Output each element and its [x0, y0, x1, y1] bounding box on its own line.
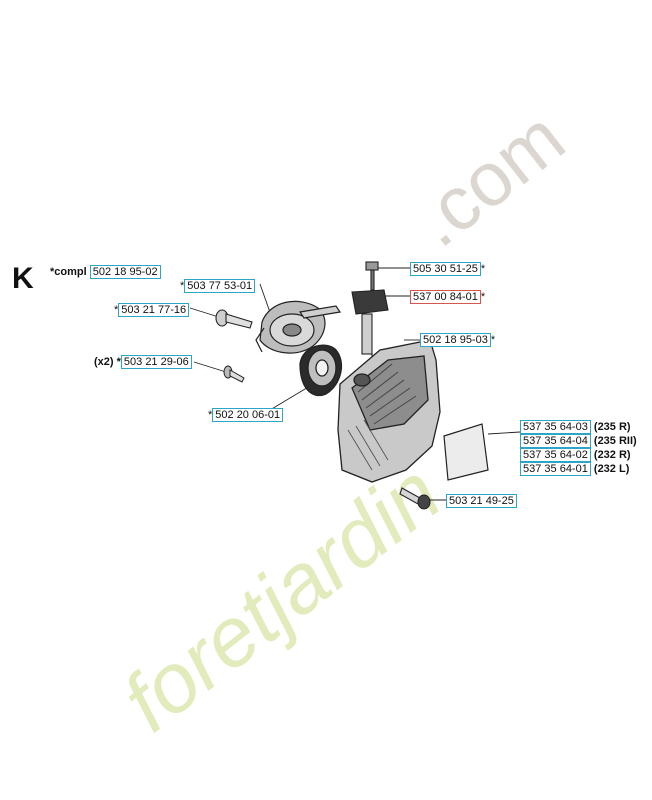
leader-lines	[189, 267, 521, 501]
part-number-link[interactable]: 503 77 53-01	[184, 279, 256, 293]
part-label-recoil-spring: *503 77 53-01	[180, 279, 256, 293]
part-number-link[interactable]: 502 18 95-02	[89, 265, 161, 279]
part-number-link[interactable]: 537 35 64-04	[520, 434, 591, 448]
part-label-center-bolt: *503 21 77-16	[114, 303, 190, 317]
center-bolt-part	[215, 309, 253, 329]
part-number-link[interactable]: 537 00 84-01	[410, 290, 481, 304]
pulley-part	[299, 344, 343, 397]
part-number-link[interactable]: 503 21 77-16	[118, 303, 190, 317]
decal-part	[443, 423, 489, 481]
watermark-suffix-text: .com	[398, 95, 580, 263]
part-label-decal-235rii: 537 35 64-04 (235 RII)	[520, 434, 637, 448]
part-prefix: *compl	[50, 266, 87, 278]
rewind-spring-assembly	[255, 300, 342, 354]
housing-screw-part	[399, 487, 431, 510]
model-suffix: (235 RII)	[593, 435, 637, 447]
starter-handle-part	[351, 261, 389, 384]
part-number-link[interactable]: 537 35 64-01	[520, 462, 591, 476]
part-suffix: *	[480, 263, 486, 275]
part-label-screws-x2: (x2) *503 21 29-06	[94, 355, 192, 369]
part-prefix: *	[114, 304, 119, 316]
part-label-decal-232r: 537 35 64-02 (232 R)	[520, 448, 631, 462]
part-number-link[interactable]: 537 35 64-03	[520, 420, 591, 434]
part-label-pulley: *502 20 06-01	[208, 408, 284, 422]
part-label-handle-top: 505 30 51-25*	[410, 262, 485, 276]
section-letter: K	[12, 262, 34, 295]
part-prefix: (x2) *	[94, 356, 121, 368]
part-prefix: *	[180, 280, 185, 292]
part-prefix: *	[208, 409, 213, 421]
part-label-decal-232l: 537 35 64-01 (232 L)	[520, 462, 629, 476]
part-number-link[interactable]: 505 30 51-25	[410, 262, 481, 276]
part-label-handle-grip: 537 00 84-01*	[410, 290, 485, 304]
part-label-housing: 502 18 95-03*	[420, 333, 495, 347]
model-suffix: (232 R)	[593, 449, 631, 461]
small-screw-part	[223, 365, 245, 383]
part-number-link[interactable]: 502 18 95-03	[420, 333, 491, 347]
part-number-link[interactable]: 503 21 29-06	[120, 355, 192, 369]
part-label-compl: *compl 502 18 95-02	[50, 265, 161, 279]
model-suffix: (235 R)	[593, 421, 631, 433]
part-label-decal-235r: 537 35 64-03 (235 R)	[520, 420, 631, 434]
part-suffix: *	[490, 334, 496, 346]
model-suffix: (232 L)	[593, 463, 630, 475]
starter-housing-part	[337, 339, 441, 483]
part-label-housing-screw: 503 21 49-25	[446, 494, 517, 508]
part-suffix: *	[480, 291, 486, 303]
part-number-link[interactable]: 502 20 06-01	[212, 408, 284, 422]
part-number-link[interactable]: 503 21 49-25	[446, 494, 517, 508]
part-number-link[interactable]: 537 35 64-02	[520, 448, 591, 462]
